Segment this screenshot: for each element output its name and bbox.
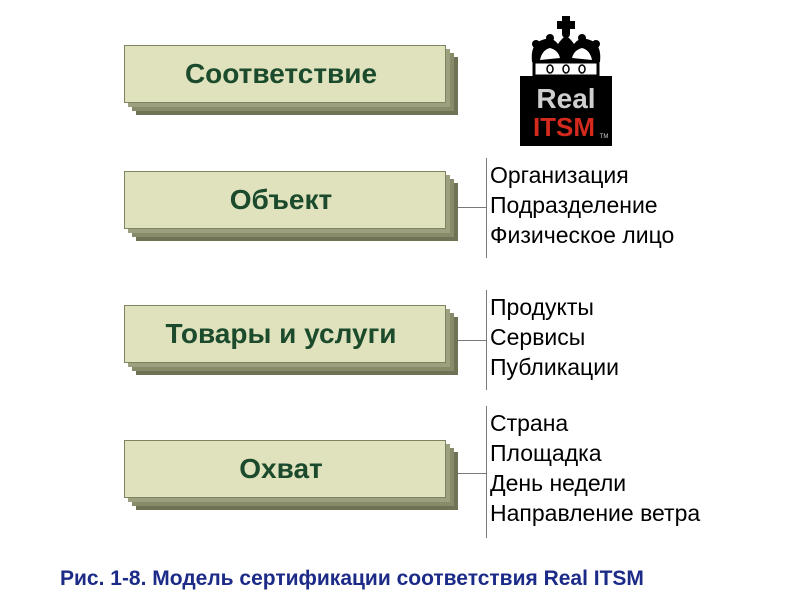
scope-bracket (486, 406, 487, 538)
goods-services-label: Товары и услуги (165, 318, 397, 349)
goods-services-box: Товары и услуги (124, 305, 446, 363)
scope-box: Охват (124, 440, 446, 498)
list-item: Направление ветра (490, 500, 701, 526)
scope-list: Страна Площадка День недели Направление … (490, 408, 700, 528)
logo-itsm-text: ITSM (533, 112, 595, 142)
object-connector (458, 207, 486, 208)
scope-connector (458, 473, 486, 474)
list-item: Страна (490, 410, 569, 436)
compliance-label: Соответствие (184, 58, 378, 89)
object-box: Объект (124, 171, 446, 229)
object-list: Организация Подразделение Физическое лиц… (490, 160, 674, 250)
list-item: Продукты (490, 294, 594, 320)
object-bracket (486, 158, 487, 258)
list-item: Физическое лицо (490, 222, 675, 248)
object-label: Объект (229, 184, 333, 215)
goods-connector (458, 340, 486, 341)
list-item: День недели (490, 470, 627, 496)
list-item: Публикации (490, 354, 619, 380)
crown-icon (531, 16, 601, 78)
figure-caption: Рис. 1-8. Модель сертификации соответств… (60, 567, 644, 590)
list-item: Организация (490, 162, 629, 188)
list-item: Площадка (490, 440, 602, 466)
goods-bracket (486, 290, 487, 390)
compliance-box: Соответствие (124, 45, 446, 103)
scope-label: Охват (239, 453, 323, 484)
goods-list: Продукты Сервисы Публикации (490, 292, 619, 382)
list-item: Сервисы (490, 324, 586, 350)
logo-real-text: Real (536, 83, 595, 114)
real-itsm-logo: Real ITSM TM (520, 16, 612, 146)
logo-tm-text: TM (600, 134, 609, 140)
list-item: Подразделение (490, 192, 658, 218)
